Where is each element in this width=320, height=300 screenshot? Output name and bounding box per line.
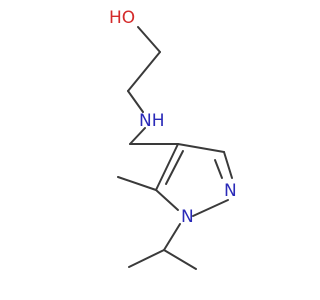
pyrazole-n2-label: N: [224, 181, 237, 201]
bond-ho-ch2: [137, 26, 161, 53]
bond-c3-n2-outer: [223, 151, 233, 179]
bond-n2-n1: [192, 199, 229, 217]
bond-c5-c4-outer: [155, 143, 179, 191]
bond-ch-me2: [163, 249, 197, 270]
bond-nh-ch2: [129, 127, 146, 145]
bond-ch2-nh: [127, 90, 144, 113]
bond-c5-methyl: [117, 176, 157, 191]
bond-c4-c3: [177, 143, 225, 153]
bond-n1-ch: [163, 223, 181, 251]
hydroxyl-label: HO: [109, 8, 135, 28]
amine-label: NH: [139, 111, 165, 131]
bond-c3-n2-inner: [214, 159, 223, 179]
pyrazole-n1-label: N: [181, 207, 194, 227]
bond-c5-c4-inner: [165, 150, 184, 185]
bond-ch-me1: [128, 249, 165, 268]
molecule-structure-diagram: HO NH N N: [109, 8, 237, 270]
bond-ch2-ch2: [127, 51, 161, 92]
bond-n1-c5: [155, 189, 179, 211]
